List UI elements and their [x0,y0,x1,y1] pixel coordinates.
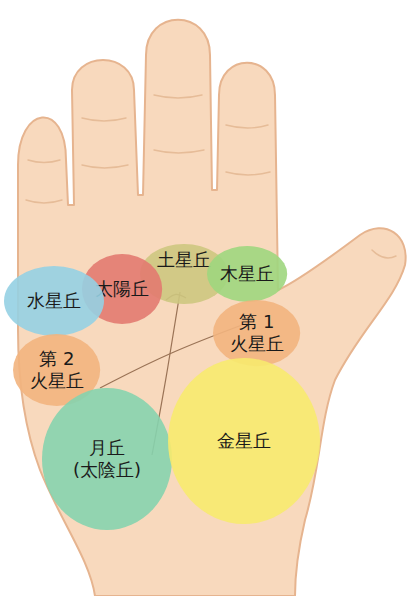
mount-label: 金星丘 [217,430,271,452]
crease [82,165,128,168]
mount-label: 月丘 [89,437,125,459]
mount-label: 第 1 火星丘 [227,311,286,354]
mount-label: (太陰丘) [73,459,141,481]
mount-fill [168,358,320,524]
mount-region: 木星丘 [207,246,287,302]
mount-label: 土星丘 [157,249,211,271]
mount-label: 第 2 火星丘 [27,348,86,391]
mount-region: 金星丘 [168,358,320,524]
crease [82,118,126,121]
mount-label: 水星丘 [27,290,81,312]
crease [226,172,270,175]
mount-fill [42,388,172,530]
crease [26,200,62,203]
finger-creases [26,95,396,258]
mount-label: 木星丘 [220,263,274,285]
crease [154,150,204,153]
mount-fill [4,266,104,336]
hand-outline [18,20,406,596]
crease [154,95,202,98]
crease [28,160,60,163]
crease [226,125,268,128]
mount-region: 月丘(太陰丘) [42,388,172,530]
mount-fill [213,300,300,366]
mount-fill [207,246,287,302]
mount-region: 第 1 火星丘 [213,300,300,366]
mount-region: 水星丘 [4,266,104,336]
crease [372,250,396,258]
